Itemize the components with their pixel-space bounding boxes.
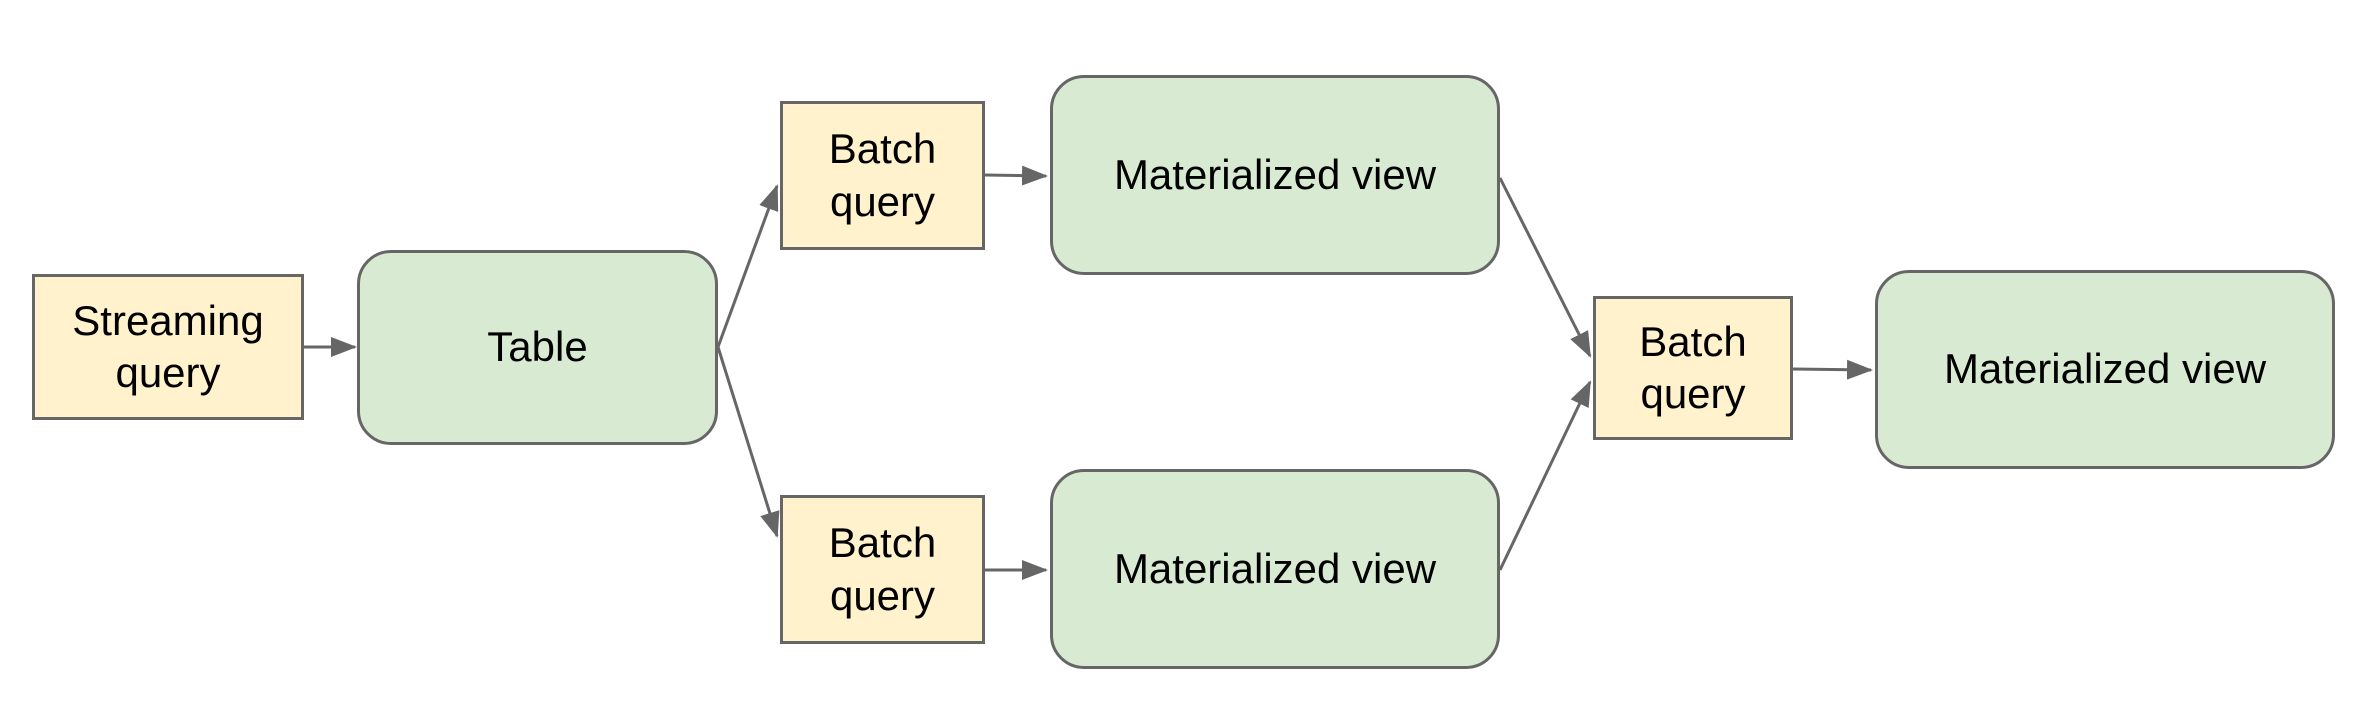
node-materialized-view-bottom: Materialized view (1050, 469, 1500, 669)
node-label: Materialized view (1943, 345, 2267, 393)
node-label: Batch query (828, 519, 937, 619)
node-batch-query-merge: Batch query (1593, 296, 1793, 440)
node-label: Table (487, 323, 588, 371)
node-batch-query-top: Batch query (780, 101, 985, 250)
connector-materialized-view-bottom-to-batch-query-merge (1498, 380, 1592, 571)
node-table: Table (357, 250, 718, 445)
node-label: Materialized view (1113, 150, 1437, 198)
node-label: Materialized view (1113, 544, 1437, 592)
node-label: Streaming query (72, 296, 264, 396)
connector-batch-query-merge-to-materialized-view-final (1792, 359, 1873, 380)
node-label: Batch query (1639, 317, 1747, 417)
connector-table-to-batch-query-bottom (716, 346, 780, 538)
node-streaming-query: Streaming query (32, 274, 304, 420)
connector-materialized-view-top-to-batch-query-merge (1498, 177, 1592, 358)
node-materialized-view-top: Materialized view (1050, 75, 1500, 275)
connector-table-to-batch-query-top (716, 184, 779, 348)
node-label: Batch query (828, 125, 937, 225)
connector-batch-query-top-to-materialized-view-top (984, 165, 1048, 186)
node-materialized-view-final: Materialized view (1875, 270, 2335, 469)
node-batch-query-bottom: Batch query (780, 495, 985, 644)
